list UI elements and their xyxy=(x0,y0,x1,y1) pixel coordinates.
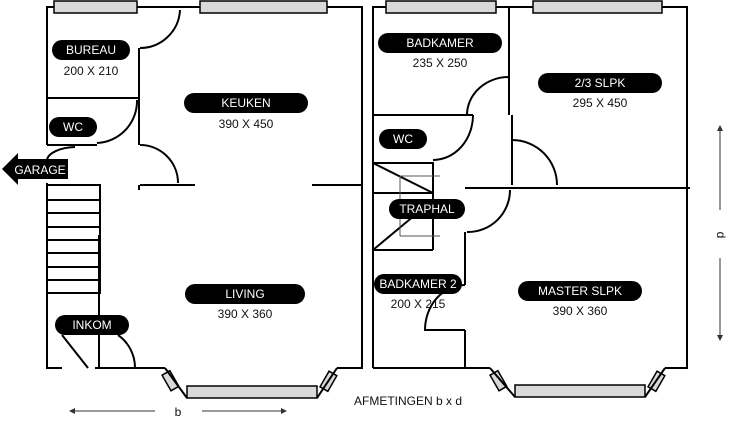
b-label: b xyxy=(175,405,182,419)
room-size: 390 X 360 xyxy=(218,307,273,321)
room-label-badkamer2: BADKAMER 2 200 X 215 xyxy=(374,274,462,311)
room-label-bureau: BUREAU 200 X 210 xyxy=(52,40,130,78)
room-label-wc-ground: WC xyxy=(49,117,97,137)
room-size: 295 X 450 xyxy=(573,96,628,110)
room-label-traphal: TRAPHAL xyxy=(389,199,465,219)
legend-title: AFMETINGEN b x d xyxy=(354,394,462,408)
room-size: 390 X 360 xyxy=(553,304,608,318)
room-size: 200 X 215 xyxy=(391,297,446,311)
room-label-wc-first: WC xyxy=(379,129,427,149)
room-name: KEUKEN xyxy=(221,96,270,110)
garage-label: GARAGE xyxy=(14,163,65,177)
room-label-living: LIVING 390 X 360 xyxy=(185,284,305,321)
ground-windows xyxy=(53,0,338,399)
room-name: TRAPHAL xyxy=(399,202,455,216)
room-label-keuken: KEUKEN 390 X 450 xyxy=(184,93,308,131)
dimension-b: b xyxy=(69,405,287,419)
room-label-slpk23: 2/3 SLPK 295 X 450 xyxy=(538,73,662,110)
room-name: WC xyxy=(393,132,413,146)
room-name: BUREAU xyxy=(66,43,116,57)
stairs-ground xyxy=(47,184,101,294)
room-name: WC xyxy=(63,120,83,134)
room-name: MASTER SLPK xyxy=(538,284,622,298)
room-label-master: MASTER SLPK 390 X 360 xyxy=(518,281,642,318)
stairs-first xyxy=(372,162,440,251)
first-windows xyxy=(385,0,666,398)
ground-floor-walls xyxy=(46,6,363,369)
room-name: BADKAMER 2 xyxy=(379,277,457,291)
room-size: 235 X 250 xyxy=(413,56,468,70)
room-name: INKOM xyxy=(72,318,111,332)
d-label: d xyxy=(714,232,728,239)
room-name: BADKAMER xyxy=(406,36,474,50)
room-name: 2/3 SLPK xyxy=(575,76,626,90)
dimension-d: d xyxy=(714,125,728,341)
room-size: 200 X 210 xyxy=(64,64,119,78)
room-label-inkom: INKOM xyxy=(55,315,129,335)
garage-arrow[interactable]: GARAGE xyxy=(2,153,68,185)
room-size: 390 X 450 xyxy=(219,117,274,131)
room-label-badkamer: BADKAMER 235 X 250 xyxy=(378,33,502,70)
room-name: LIVING xyxy=(225,287,264,301)
